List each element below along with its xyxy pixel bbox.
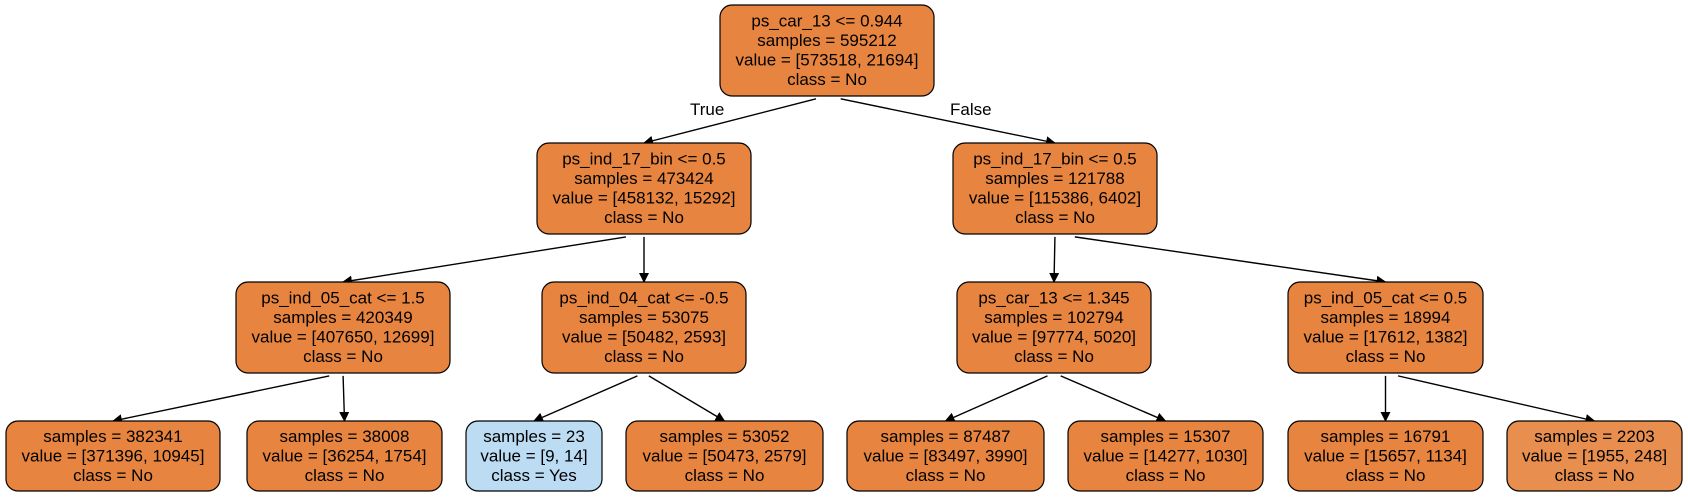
- edge-n2-n6: [1074, 236, 1387, 286]
- edge-n2-n5: [1049, 236, 1060, 283]
- node-line: class = No: [73, 466, 153, 485]
- node-line: value = [371396, 10945]: [22, 446, 205, 465]
- edge-n5-n12: [1060, 375, 1167, 423]
- node-line: class = No: [1015, 208, 1095, 227]
- node-box: [1067, 420, 1264, 492]
- node-line: class = No: [1126, 466, 1206, 485]
- node-line: class = No: [1014, 347, 1094, 366]
- edge-n0-n1: [643, 98, 817, 146]
- node-line: ps_car_13 <= 1.345: [978, 289, 1129, 308]
- node-line: class = No: [303, 347, 383, 366]
- node-line: samples = 2203: [1534, 427, 1655, 446]
- edge-n4-n10: [648, 375, 726, 422]
- node-box: [625, 420, 824, 492]
- node-line: value = [9, 14]: [480, 446, 587, 465]
- node-line: samples = 382341: [43, 427, 182, 446]
- edge-label-true: True: [690, 100, 724, 119]
- node-line: value = [50482, 2593]: [562, 328, 726, 347]
- node-line: samples = 121788: [985, 169, 1124, 188]
- node-line: value = [97774, 5020]: [972, 328, 1136, 347]
- node-line: samples = 38008: [280, 427, 410, 446]
- node-line: samples = 102794: [984, 308, 1123, 327]
- node-line: class = No: [1555, 466, 1635, 485]
- node-line: value = [36254, 1754]: [263, 446, 427, 465]
- node-box: [465, 420, 603, 492]
- node-line: class = No: [604, 347, 684, 366]
- node-box: [1287, 281, 1484, 374]
- node-line: samples = 420349: [273, 308, 412, 327]
- node-box: [5, 420, 221, 492]
- edge-n0-n2: [840, 98, 1056, 147]
- node-line: class = No: [906, 466, 986, 485]
- node-line: samples = 16791: [1321, 427, 1451, 446]
- node-line: samples = 473424: [574, 169, 713, 188]
- node-line: value = [458132, 15292]: [553, 189, 736, 208]
- node-box: [952, 142, 1158, 235]
- node-line: samples = 595212: [757, 31, 896, 50]
- node-line: ps_ind_17_bin <= 0.5: [973, 150, 1137, 169]
- node-line: class = No: [787, 70, 867, 89]
- node-box: [246, 420, 443, 492]
- edge-n6-n14: [1397, 375, 1596, 424]
- node-line: class = Yes: [491, 466, 577, 485]
- edge-n3-n8: [339, 375, 350, 422]
- node-line: samples = 23: [483, 427, 585, 446]
- node-line: value = [115386, 6402]: [969, 189, 1141, 208]
- node-line: value = [573518, 21694]: [736, 51, 919, 70]
- node-box: [719, 4, 935, 97]
- node-line: class = No: [604, 208, 684, 227]
- node-line: value = [17612, 1382]: [1304, 328, 1468, 347]
- node-line: value = [83497, 3990]: [864, 446, 1028, 465]
- node-line: value = [14277, 1030]: [1084, 446, 1248, 465]
- node-line: ps_ind_05_cat <= 0.5: [1304, 289, 1468, 308]
- node-line: samples = 18994: [1321, 308, 1451, 327]
- edge-n5-n11: [944, 375, 1048, 422]
- node-box: [235, 281, 451, 374]
- edge-n4-n9: [533, 375, 638, 422]
- edges-layer: [112, 98, 1596, 425]
- node-line: value = [50473, 2579]: [643, 446, 807, 465]
- node-box: [956, 281, 1152, 374]
- node-line: value = [407650, 12699]: [252, 328, 435, 347]
- node-line: samples = 87487: [881, 427, 1011, 446]
- node-box: [846, 420, 1045, 492]
- node-line: value = [1955, 248]: [1522, 446, 1667, 465]
- edge-label-false: False: [950, 100, 992, 119]
- edge-n3-n7: [112, 375, 330, 425]
- node-line: samples = 53075: [579, 308, 709, 327]
- node-line: ps_ind_05_cat <= 1.5: [261, 289, 425, 308]
- node-line: value = [15657, 1134]: [1304, 446, 1467, 465]
- node-line: class = No: [1346, 466, 1426, 485]
- node-line: class = No: [1346, 347, 1426, 366]
- node-line: ps_ind_17_bin <= 0.5: [562, 150, 726, 169]
- node-line: class = No: [305, 466, 385, 485]
- node-box: [541, 281, 747, 374]
- node-line: class = No: [685, 466, 765, 485]
- node-line: ps_ind_04_cat <= -0.5: [559, 289, 728, 308]
- node-line: samples = 15307: [1101, 427, 1231, 446]
- node-line: ps_car_13 <= 0.944: [751, 12, 902, 31]
- node-box: [536, 142, 752, 235]
- node-box: [1506, 420, 1683, 492]
- node-line: samples = 53052: [660, 427, 790, 446]
- edge-n1-n3: [342, 236, 627, 286]
- node-box: [1287, 420, 1484, 492]
